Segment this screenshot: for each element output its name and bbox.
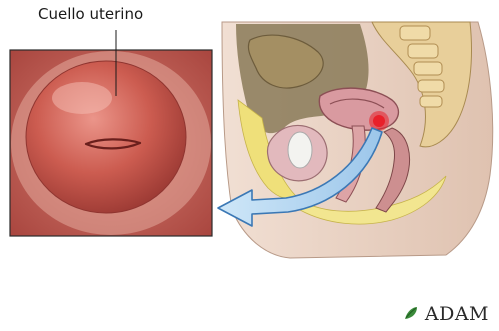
cervix-label: Cuello uterino	[38, 5, 143, 23]
pubic-bone	[288, 132, 312, 168]
cervix-closeup-panel	[10, 30, 212, 236]
cervix-highlight	[52, 82, 112, 114]
cervix-surface	[26, 61, 186, 213]
leaf-icon	[403, 305, 419, 321]
adam-logo: ADAM	[425, 303, 489, 325]
pelvis-cross-section	[222, 22, 493, 258]
